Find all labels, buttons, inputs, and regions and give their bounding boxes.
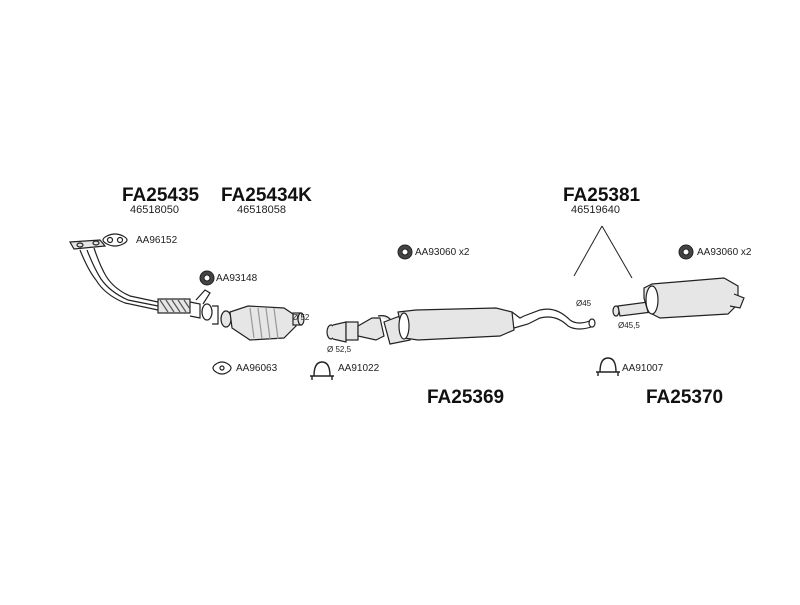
center-muffler [326,307,596,345]
diameter-52-5: Ø 52,5 [327,345,352,354]
front-gasket [102,233,128,247]
accessory-aa96152: AA96152 [136,235,178,246]
accessory-aa93148: AA93148 [216,273,258,284]
oem-number-fa25434k: 46518058 [237,204,286,216]
diameter-52: Ø 52 [292,313,310,322]
rubber-hanger-3 [678,244,694,260]
part-code-fa25381: FA25381 [563,185,641,206]
part-code-fa25370: FA25370 [646,387,724,408]
clamp-2 [596,357,620,376]
front-pipe [69,239,219,325]
accessory-aa96063: AA96063 [236,363,278,374]
part-code-fa25434k: FA25434K [221,185,312,206]
rear-muffler [612,277,745,319]
assembly-pointer [573,225,633,279]
oem-number-fa25381: 46519640 [571,204,620,216]
cat-gasket [212,361,232,375]
accessory-aa91007: AA91007 [622,363,664,374]
part-code-fa25369: FA25369 [427,387,505,408]
rubber-hanger-1 [199,270,215,286]
diameter-45-5: Ø45,5 [618,321,640,330]
part-code-fa25435: FA25435 [122,185,200,206]
accessory-aa93060-center: AA93060 x2 [415,247,470,258]
clamp-1 [310,361,334,380]
diameter-45: Ø45 [576,299,592,308]
rubber-hanger-2 [397,244,413,260]
catalytic-converter [220,305,305,341]
accessory-aa91022: AA91022 [338,363,380,374]
oem-number-fa25435: 46518050 [130,204,179,216]
accessory-aa93060-rear: AA93060 x2 [697,247,752,258]
